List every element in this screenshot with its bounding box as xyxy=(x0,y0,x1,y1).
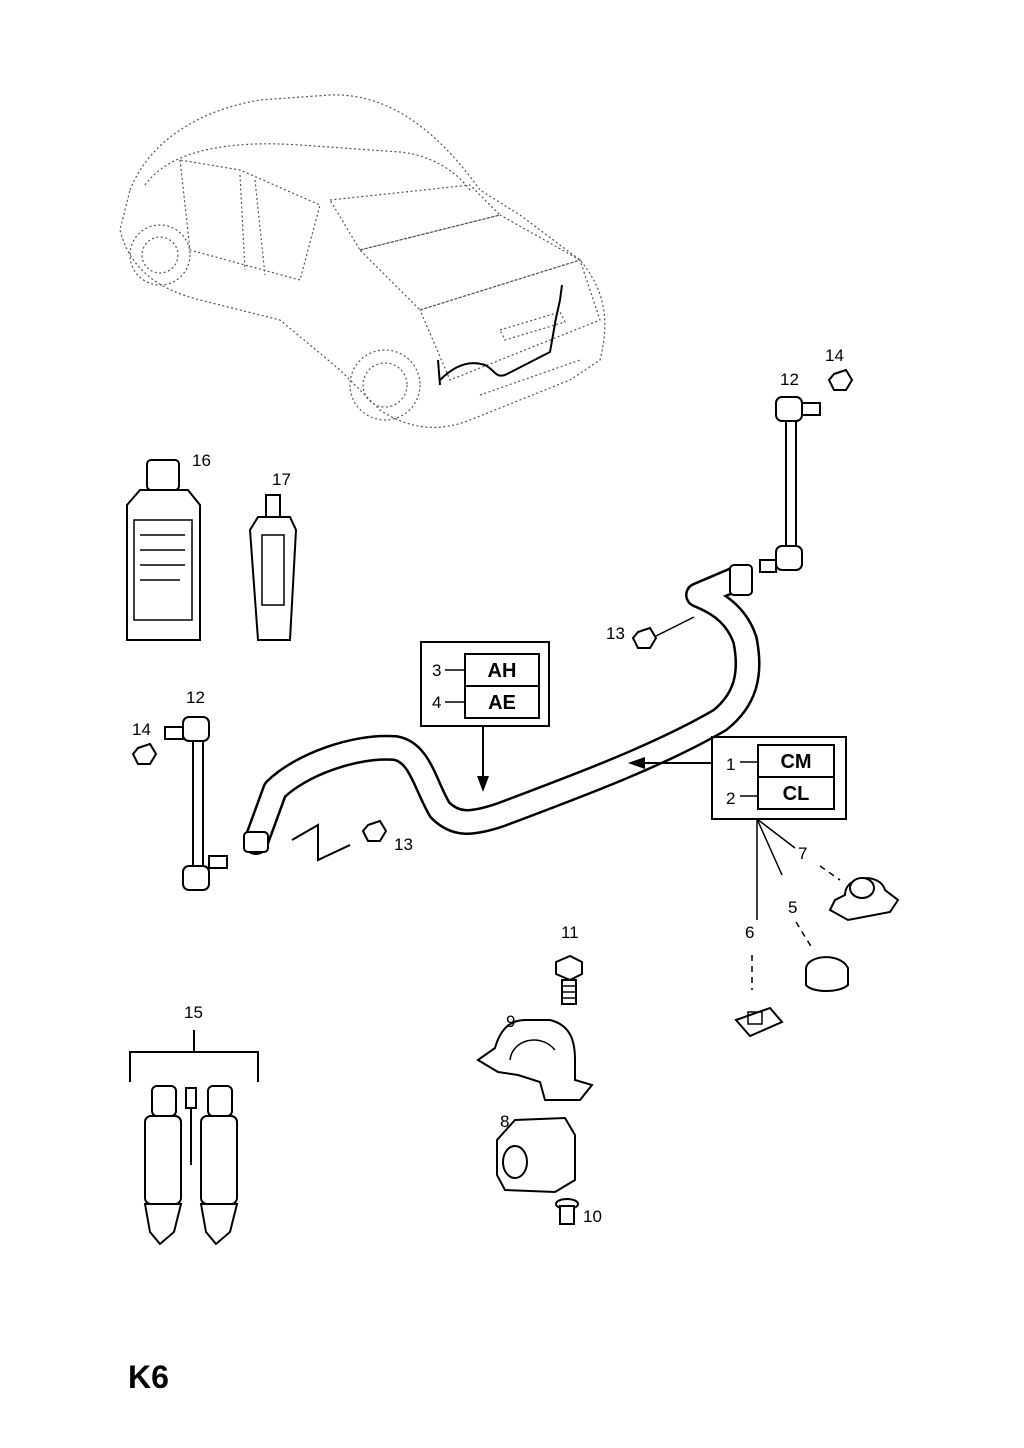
page-code: K6 xyxy=(128,1359,169,1395)
callout-13-bottom: 13 xyxy=(394,835,413,854)
shock-absorber-set xyxy=(129,1030,259,1246)
callout-1: 1 xyxy=(726,755,735,774)
callout-6: 6 xyxy=(745,923,754,942)
callout-7: 7 xyxy=(798,844,807,863)
callout-12-top: 12 xyxy=(780,370,799,389)
insert-6 xyxy=(734,955,784,1038)
callout-5: 5 xyxy=(788,898,797,917)
car-illustration xyxy=(119,94,606,429)
callout-14-top: 14 xyxy=(825,346,844,365)
stabilizer-bar xyxy=(243,564,761,862)
fluid-bottle xyxy=(126,459,201,641)
code-box-right: CM CL xyxy=(628,736,847,920)
clamp-9 xyxy=(476,1019,594,1101)
code-ae: AE xyxy=(488,692,516,714)
nut-right-top xyxy=(827,368,854,391)
callout-12-left: 12 xyxy=(186,688,205,707)
bolt-11 xyxy=(555,954,583,1005)
callout-8: 8 xyxy=(500,1112,509,1131)
bush-8 xyxy=(496,1116,576,1194)
nut-left xyxy=(131,742,158,765)
stabilizer-link-left xyxy=(164,716,228,891)
nut-bar-top xyxy=(631,616,695,649)
callout-10: 10 xyxy=(583,1207,602,1226)
callout-17: 17 xyxy=(272,470,291,489)
callout-9: 9 xyxy=(506,1012,515,1031)
grease-tube xyxy=(248,494,298,641)
clamp-7 xyxy=(819,865,900,922)
code-cl: CL xyxy=(783,783,810,805)
callout-11: 11 xyxy=(561,923,579,942)
callout-13-top: 13 xyxy=(606,624,625,643)
callout-3: 3 xyxy=(432,661,441,680)
plug-10 xyxy=(555,1198,579,1225)
code-box-left: AH AE xyxy=(420,641,550,792)
stabilizer-link-right xyxy=(759,396,821,573)
callout-4: 4 xyxy=(432,693,441,712)
callout-15: 15 xyxy=(184,1003,203,1022)
callout-14-left: 14 xyxy=(132,720,151,739)
callout-16: 16 xyxy=(192,451,211,470)
code-ah: AH xyxy=(488,660,517,682)
code-cm: CM xyxy=(780,751,811,773)
nut-bar-bottom xyxy=(361,819,388,842)
bush-5 xyxy=(795,921,849,992)
callout-2: 2 xyxy=(726,789,735,808)
